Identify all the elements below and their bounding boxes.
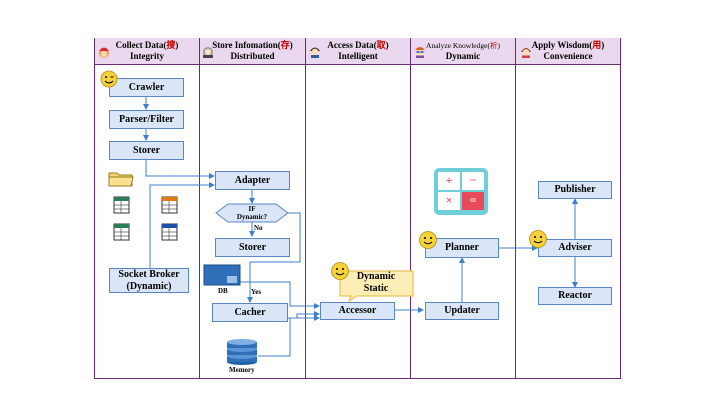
db-label: DB [218,287,228,295]
person-grey-icon [203,47,213,58]
smiley-wink-icon [100,70,118,88]
lane-header-apply: Apply Wisdom(用) Convenience [516,38,620,65]
lane-header-analyze: Analyze Knowledge(析) Dynamic [411,38,515,65]
smiley-icon [331,262,349,280]
storer-node[interactable]: Storer [215,238,290,257]
decision-diamond[interactable] [214,203,290,223]
smiley-icon [419,231,437,249]
spreadsheet-icon [113,223,130,241]
person-glasses-icon [415,47,425,58]
accessor-node[interactable]: Accessor [320,302,395,320]
parser-filter-node[interactable]: Parser/Filter [109,110,184,129]
spreadsheet-icon [161,196,178,214]
callout-text: Dynamic Static [356,271,396,294]
yes-label: Yes [251,288,262,296]
calculator-icon [434,168,488,215]
memory-cylinder-icon [227,339,257,365]
lane-divider [305,38,306,379]
lane-divider [199,38,200,379]
smiley-icon [529,230,547,248]
spreadsheet-icon [113,196,130,214]
callout-bubble [339,270,414,302]
spreadsheet-icon [161,223,178,241]
lane-header-access: Access Data(取) Intelligent [306,38,410,65]
lane-header-collect: Collect Data(搜) Integrity [95,38,199,65]
planner-node[interactable]: Planner [425,238,499,258]
crawler-node[interactable]: Crawler [109,78,184,97]
memory-label: Memory [229,366,255,374]
times-key: × [445,193,453,207]
adapter-node[interactable]: Adapter [215,171,290,190]
decision-label: IF Dynamic? [236,205,268,221]
lane-divider [410,38,411,379]
publisher-node[interactable]: Publisher [538,181,612,199]
person-brown-icon [521,48,531,58]
adviser-node[interactable]: Adviser [538,239,612,257]
cacher-node[interactable]: Cacher [212,303,288,322]
lane-header-store: Store Infomation(存) Distributed [200,38,305,65]
socket-broker-node[interactable]: Socket Broker (Dynamic) [109,268,189,293]
plus-key: + [445,173,453,187]
person-blue-icon [310,47,320,58]
minus-key: − [469,173,477,187]
storer-node[interactable]: Storer [109,141,184,160]
folder-icon [108,172,134,187]
equals-key: = [469,193,477,207]
person-red-icon [99,47,109,58]
reactor-node[interactable]: Reactor [538,287,612,305]
database-icon [203,264,241,286]
no-label: No [254,224,263,232]
lane-divider [515,38,516,379]
updater-node[interactable]: Updater [425,302,499,320]
